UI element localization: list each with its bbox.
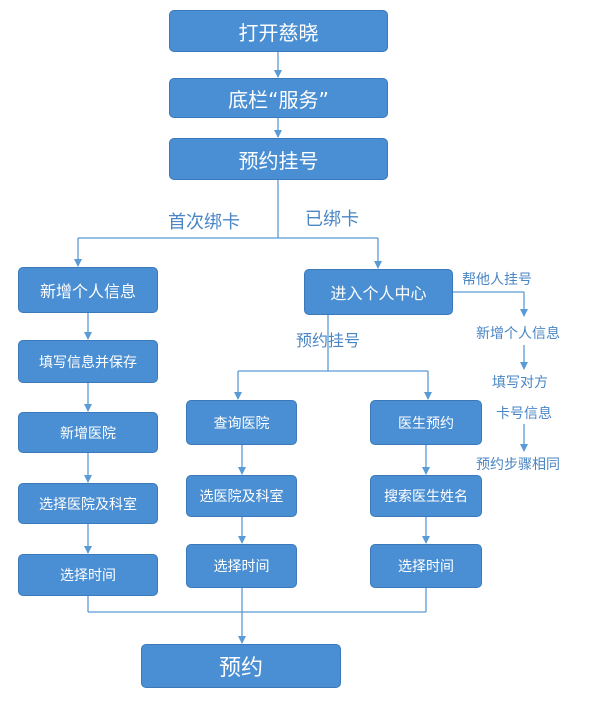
node-select-time-mid: 选择时间	[186, 544, 297, 588]
label-same-steps: 预约步骤相同	[476, 457, 560, 473]
label-others-add-info: 新增个人信息	[476, 326, 560, 342]
node-reserve: 预约	[141, 644, 341, 688]
label-already-bound: 已绑卡	[305, 209, 359, 230]
node-select-time-right: 选择时间	[370, 544, 482, 588]
node-select-hospital-dept-mid: 选医院及科室	[186, 475, 297, 517]
label-appointment-registration: 预约挂号	[296, 331, 361, 350]
node-fill-info-save: 填写信息并保存	[18, 340, 158, 383]
node-appointment-registration: 预约挂号	[169, 138, 388, 180]
label-register-for-others: 帮他人挂号	[462, 272, 532, 288]
node-search-doctor-name: 搜索医生姓名	[370, 475, 482, 517]
node-query-hospital: 查询医院	[186, 400, 297, 445]
node-enter-personal-center: 进入个人中心	[304, 269, 453, 315]
node-doctor-appointment: 医生预约	[370, 400, 482, 445]
node-add-personal-info: 新增个人信息	[18, 267, 158, 313]
node-select-hospital-dept-left: 选择医院及科室	[18, 483, 158, 524]
node-open-app: 打开慈晓	[169, 10, 388, 52]
node-bottom-bar-service: 底栏“服务”	[169, 78, 388, 118]
label-fill-other-line1: 填写对方	[492, 375, 548, 391]
node-select-time-left: 选择时间	[18, 554, 158, 596]
node-add-hospital: 新增医院	[18, 412, 158, 453]
label-first-bind: 首次绑卡	[168, 212, 240, 233]
label-fill-other-line2: 卡号信息	[496, 406, 552, 422]
